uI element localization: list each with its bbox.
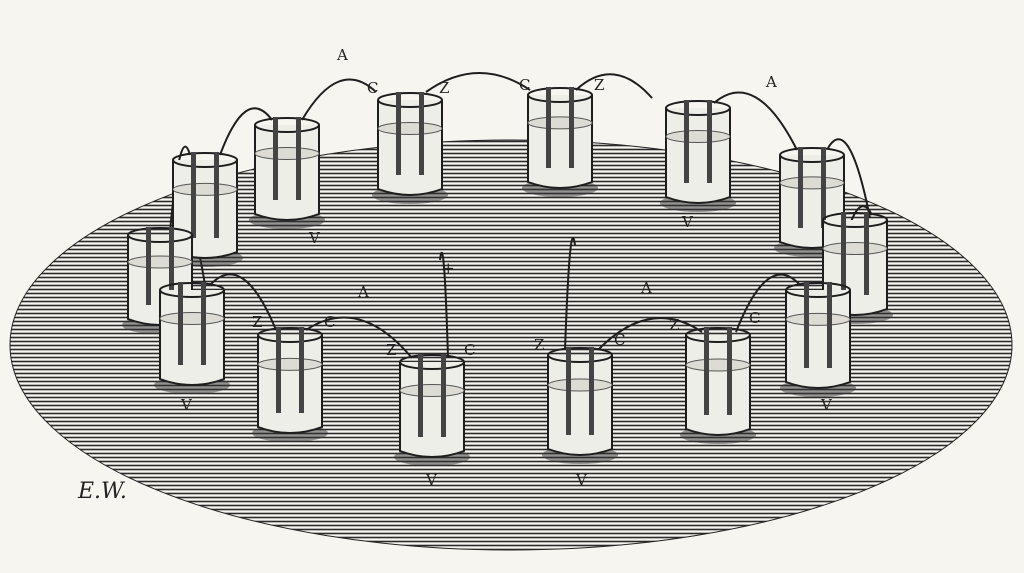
wire (219, 107, 273, 156)
label-c: C (614, 331, 625, 349)
battery-cell (680, 327, 756, 444)
wire (209, 273, 277, 331)
battery-cell (522, 87, 598, 197)
battery-cell (249, 117, 325, 229)
battery-cell (394, 354, 470, 466)
label-v: V (575, 471, 588, 489)
label-c: C (367, 79, 378, 97)
battery-cell (780, 282, 856, 397)
label-a: A (765, 73, 777, 91)
label-a: A (336, 46, 348, 64)
battery-cell (154, 282, 230, 394)
label-z: Z (594, 76, 604, 94)
wire (827, 138, 871, 219)
wire (597, 317, 703, 351)
label-a: A (357, 283, 369, 301)
label-v: V (820, 396, 833, 414)
wire (735, 273, 801, 333)
label-a: A (640, 279, 652, 297)
wire (713, 91, 798, 151)
wire (575, 73, 653, 99)
labels: A C Z C Z A V V A Z C Z C + Z C A Z C V V V V (180, 46, 833, 489)
table-surface (9, 139, 1013, 551)
label-z: Z (252, 313, 262, 331)
label-c: C (464, 341, 475, 359)
label-v: V (308, 229, 321, 247)
battery-cell (542, 347, 618, 464)
cells (122, 87, 893, 466)
wire (425, 72, 531, 93)
wire (564, 237, 576, 351)
label-c: C (324, 313, 335, 331)
wire (305, 316, 413, 359)
battery-cell (660, 100, 736, 212)
label-z: Z (439, 79, 449, 97)
label-v: V (180, 396, 193, 414)
battery-cell (167, 152, 243, 267)
label-plus: + (442, 259, 455, 277)
label-v: V (681, 213, 694, 231)
label-z: Z (386, 341, 396, 359)
wire (439, 251, 449, 359)
battery-cell (252, 327, 328, 442)
label-z: Z (534, 336, 544, 354)
label-c: C (749, 309, 760, 327)
label-z: Z (669, 316, 679, 334)
label-v: V (425, 471, 438, 489)
wire (301, 78, 377, 121)
label-c: C (519, 76, 530, 94)
signature: E.W. (77, 479, 127, 504)
battery-cell (372, 92, 448, 204)
